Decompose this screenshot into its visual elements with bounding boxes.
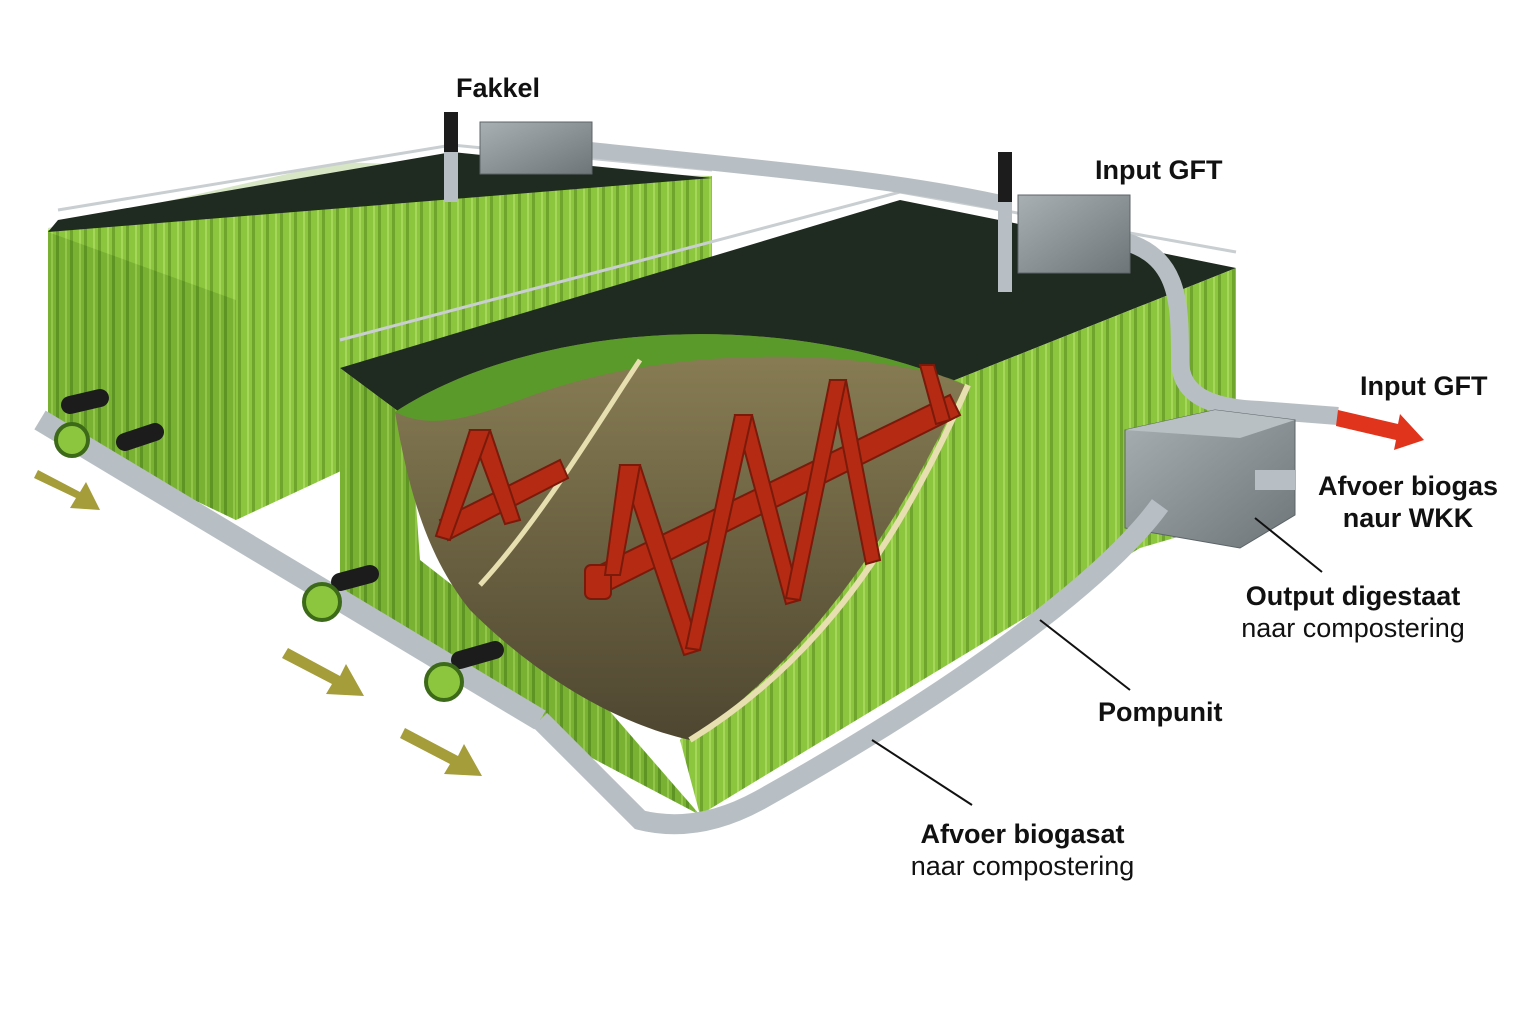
inner-lining <box>395 334 965 421</box>
roof-gas-line <box>444 112 1339 425</box>
label-afvoer-biogas: Afvoer biogas naur WKK <box>1298 470 1518 534</box>
valve-wheel-icon <box>302 582 342 622</box>
manifold-pipe <box>34 389 546 730</box>
label-output-digestaat-line1: Output digestaat <box>1245 581 1461 611</box>
front-container-right-wall <box>680 268 1236 815</box>
label-afvoer-biogas-line1: Afvoer biogas <box>1317 471 1499 501</box>
label-output-digestaat: Output digestaat naar compostering <box>1218 580 1488 644</box>
flow-arrows <box>34 410 1424 776</box>
valve-wheel-icon <box>424 662 464 702</box>
label-input-gft-right: Input GFT <box>1360 371 1488 401</box>
flow-arrow-icon <box>400 728 482 776</box>
label-afvoer-biogasat-line2: naar compostering <box>910 851 1135 881</box>
output-arrow-icon <box>1336 410 1424 450</box>
gas-box-left <box>479 121 593 175</box>
flow-arrow-icon <box>282 648 364 696</box>
label-input-gft-top: Input GFT <box>1095 155 1223 185</box>
gas-box-right <box>1017 194 1131 274</box>
flow-arrow-icon <box>34 470 100 510</box>
label-pompunit: Pompunit <box>1098 697 1223 727</box>
front-container-left-wall <box>340 368 700 815</box>
label-fakkel: Fakkel <box>456 73 541 103</box>
label-afvoer-biogasat-line1: Afvoer biogasat <box>920 819 1125 849</box>
pump-unit <box>532 409 1296 835</box>
label-output-digestaat-line2: naar compostering <box>1241 613 1465 643</box>
mixer-agitator <box>434 364 962 657</box>
valve-wheel-icon <box>54 422 90 458</box>
label-afvoer-biogas-line2: naur WKK <box>1342 503 1474 533</box>
label-afvoer-biogasat: Afvoer biogasat naar compostering <box>890 818 1155 882</box>
leader-lines <box>871 517 1323 806</box>
